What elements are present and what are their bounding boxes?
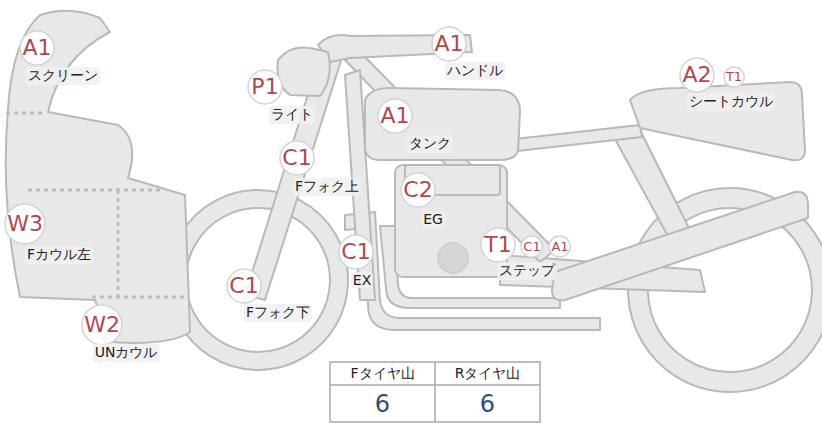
table-value: 6: [330, 386, 435, 422]
callout-circle: C1EX: [338, 234, 374, 270]
callout-code: C2: [400, 172, 436, 208]
tread-table: [330, 362, 540, 422]
callout-code: T1: [723, 66, 745, 88]
part-name: EG: [421, 211, 445, 227]
table-rule: [434, 362, 436, 422]
callout-circle: A1ハンドル: [431, 26, 467, 62]
muffler: [552, 192, 808, 301]
part-name: Fフォク上: [293, 178, 361, 196]
part-name: スクリーン: [26, 67, 100, 85]
frame: [505, 125, 642, 152]
callout-circle: W2UNカウル: [81, 304, 123, 346]
part-name: タンク: [407, 135, 453, 153]
callout-circle: A1スクリーン: [19, 30, 55, 66]
part-name: シートカウル: [687, 93, 775, 111]
callout-circle: C2EG: [400, 172, 436, 208]
part-name: ステップ: [497, 262, 557, 280]
callout-circle: C1: [520, 235, 543, 258]
callout-code: C1: [520, 235, 543, 258]
cowl-section-line: [117, 190, 120, 297]
callout-circle: A1: [548, 235, 571, 258]
callout-code: T1: [480, 227, 516, 263]
callout-code: C1: [279, 140, 315, 176]
tank: [365, 88, 520, 160]
callout-code: W2: [81, 304, 123, 346]
part-name: ライト: [269, 106, 315, 124]
callout-code: C1: [338, 234, 374, 270]
part-name: UNカウル: [93, 344, 160, 362]
callout-circle: W3Fカウル左: [4, 203, 46, 245]
headlight: [278, 48, 330, 97]
callout-code: C1: [226, 268, 262, 304]
cowl-section-line: [92, 296, 188, 299]
callout-code: W3: [4, 203, 46, 245]
part-name: Fカウル左: [25, 246, 93, 264]
callout-code: A1: [19, 30, 55, 66]
table-header: Rタイヤ山: [435, 362, 540, 385]
front-wheel: [168, 190, 348, 370]
callout-code: A1: [431, 26, 467, 62]
callout-circle: A1タンク: [377, 98, 413, 134]
table-value: 6: [435, 386, 540, 422]
callout-circle: P1ライト: [247, 69, 283, 105]
callout-circle: A2シートカウル: [679, 57, 715, 93]
table-header: Fタイヤ山: [330, 362, 435, 385]
callout-code: A2: [679, 57, 715, 93]
cowl-section-line: [28, 189, 160, 192]
engine-cover: [438, 243, 468, 273]
callout-circle: C1Fフォク上: [279, 140, 315, 176]
callout-code: A1: [377, 98, 413, 134]
callout-circle: T1ステップ: [480, 227, 516, 263]
cowl-section-line: [6, 112, 42, 115]
front-fork: [245, 40, 345, 300]
callout-circle: T1: [723, 66, 745, 88]
part-name: EX: [351, 272, 373, 288]
callout-code: P1: [247, 69, 283, 105]
callout-code: A1: [548, 235, 571, 258]
part-name: ハンドル: [445, 62, 505, 80]
part-name: Fフォク下: [244, 304, 312, 322]
callout-circle: C1Fフォク下: [226, 268, 262, 304]
front-cowl: [6, 11, 190, 343]
seat-cowl: [630, 82, 805, 160]
